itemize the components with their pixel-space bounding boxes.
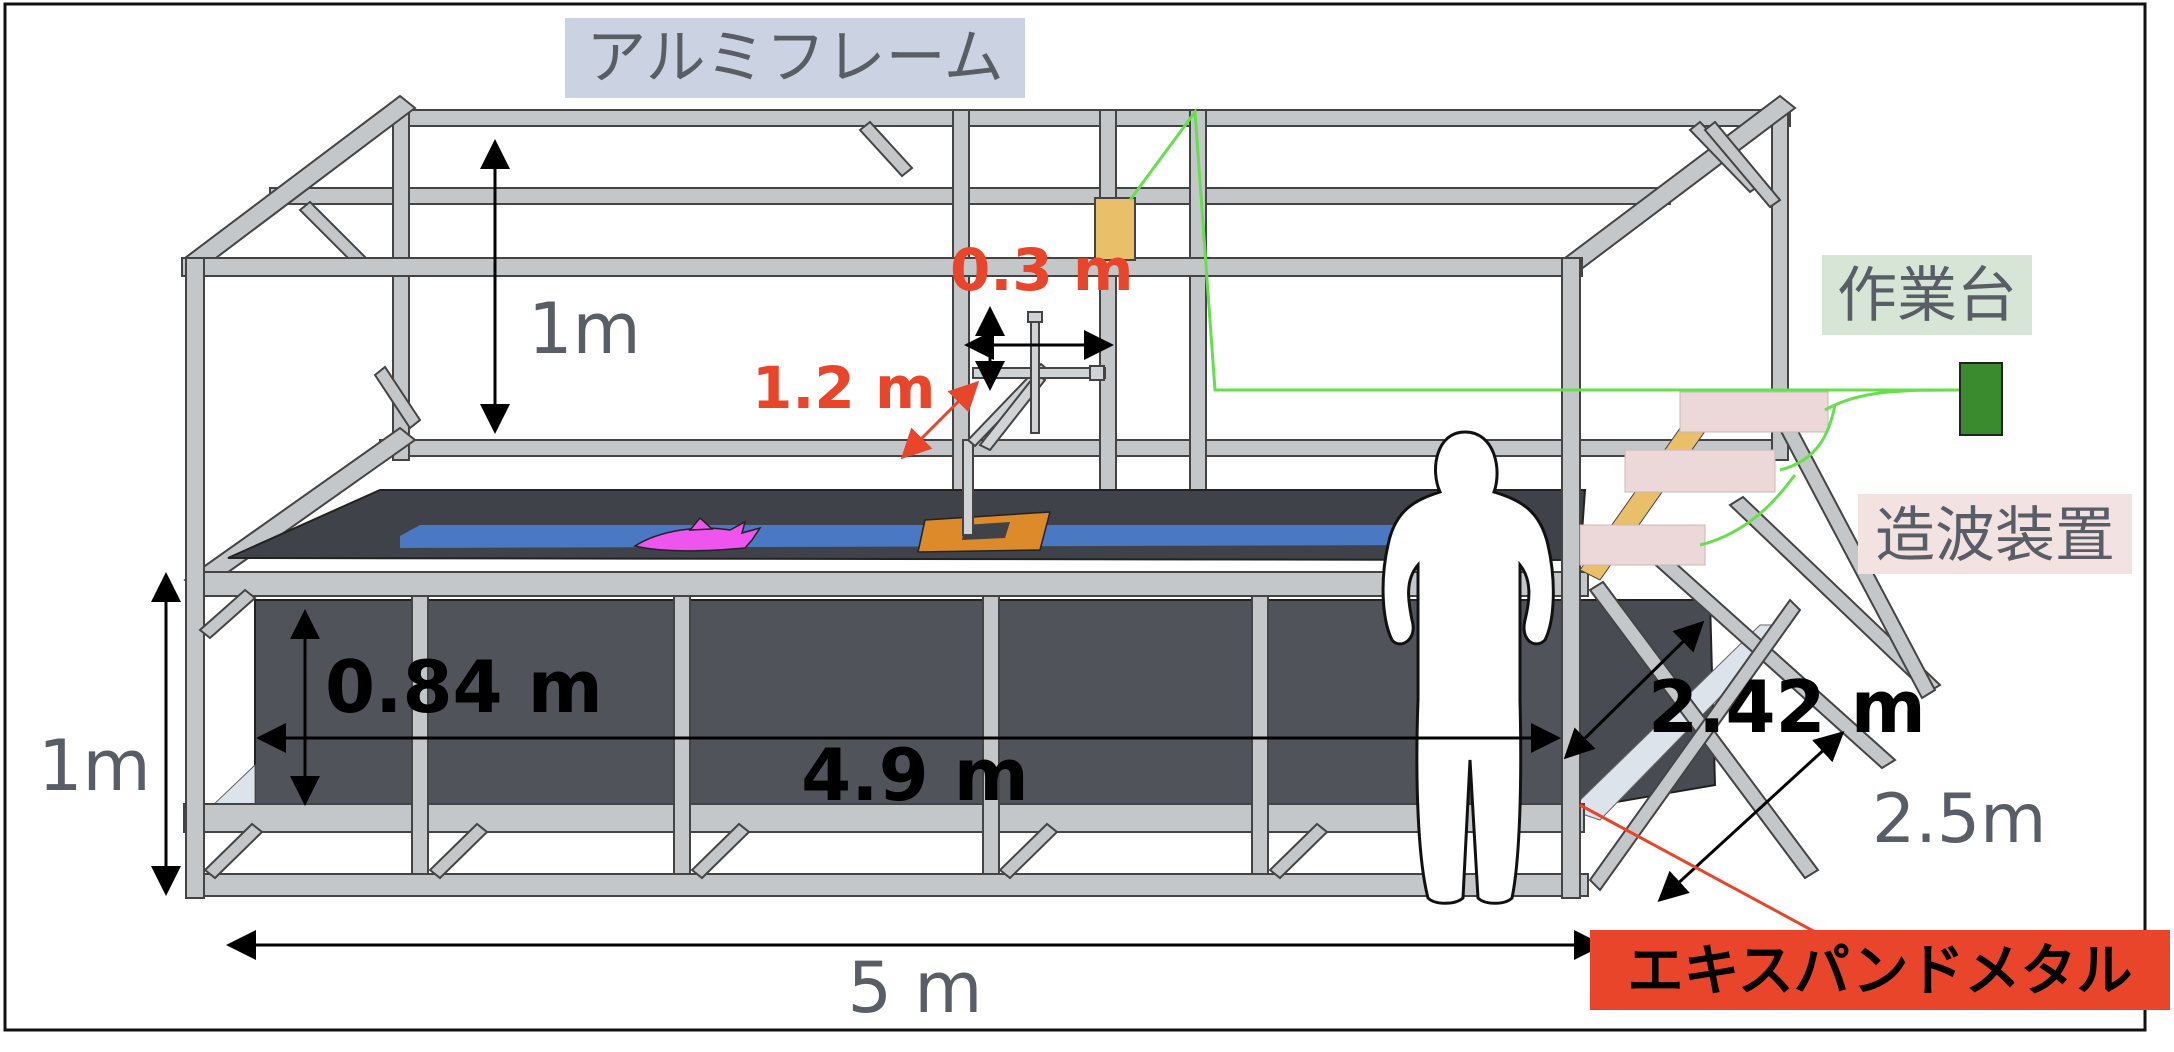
aluminum-frame-label: アルミフレーム [586,23,1004,93]
wave-maker-label-bg [1858,494,2132,574]
tank-width-label: 2.42 m [1648,665,1926,749]
workbench-label: 作業台 [1837,261,2017,331]
expanded-metal-label: エキスパンドメタル [1627,939,2132,1004]
frame-lower-height-label: 1m [38,725,151,807]
aluminum-frame-back [183,94,1797,594]
tank-front [254,599,1571,811]
cables [1128,107,1966,547]
frame-length-label: 5 m [848,947,983,1029]
arm-length-label: 1.2 m [752,354,935,422]
aluminum-frame-label-bg [565,18,1025,98]
dimension-arrows [151,139,1845,960]
camera-icon [1094,197,1136,261]
tank-length-label: 4.9 m [801,733,1029,817]
expanded-metal-label-bg [1590,930,2170,1010]
wave-maker-label: 造波装置 [1875,501,2115,571]
water-tank [208,489,1792,821]
tank-depth-label: 0.84 m [325,645,603,729]
workbench-icon [1959,362,2003,436]
fish-robot-icon [633,516,762,552]
frame-depth-label: 2.5m [1872,780,2046,859]
arm-span-label: 0.3 m [950,236,1133,304]
frame-upper-height-label: 1m [528,288,641,370]
human-silhouette-icon [1381,430,1555,905]
water-surface [400,525,1425,548]
workbench-label-bg [1822,255,2032,335]
wave-maker-panels [1579,391,1829,566]
measurement-arm [962,311,1106,536]
